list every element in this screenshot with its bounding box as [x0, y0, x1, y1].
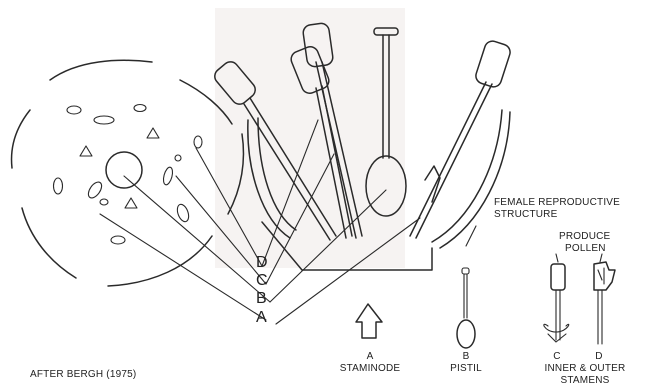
- leader-b: [269, 189, 387, 303]
- staminode-name: STAMINODE: [339, 363, 401, 374]
- stamen-section: [52, 177, 64, 195]
- stamen-c-anther: [550, 263, 566, 291]
- credit-caption: AFTER BERGH (1975): [30, 369, 137, 380]
- receptacle: [261, 221, 433, 271]
- stamen-section: [66, 105, 82, 115]
- stamen-section: [99, 198, 109, 206]
- tepal-arc: [21, 207, 77, 279]
- leader-b: [123, 175, 271, 303]
- stamen-c-base: [547, 333, 567, 343]
- stamen-d-detail: [597, 267, 605, 285]
- label-c: C: [256, 272, 268, 289]
- tepal: [431, 109, 503, 243]
- tepal-arc: [107, 235, 213, 287]
- stamen-section: [87, 181, 103, 199]
- stamen-anther: [475, 40, 511, 88]
- floral-diagram: [10, 59, 245, 287]
- pistil-letter: B: [462, 351, 470, 362]
- staminode-triangle: [124, 197, 138, 209]
- stamen-section: [193, 135, 203, 149]
- stamen-d-anther: [593, 261, 616, 291]
- stamen-filament: [415, 83, 493, 239]
- produce-pollen-line2: POLLEN: [565, 243, 606, 254]
- leader-c: [265, 153, 335, 285]
- pistil-ovary: [456, 319, 476, 349]
- stamen-section: [110, 235, 126, 245]
- stamen-section: [174, 154, 182, 162]
- leader-a: [275, 217, 421, 325]
- label-a: A: [256, 309, 267, 326]
- tepal-arc: [179, 79, 233, 125]
- stamen-section: [93, 115, 115, 125]
- ovary: [365, 155, 407, 217]
- tepal-arc: [10, 109, 31, 169]
- tepal-arc: [227, 133, 245, 215]
- stamen-c-appendage: [543, 323, 570, 333]
- pistil-section: [105, 151, 143, 189]
- stamen-anther: [302, 22, 334, 68]
- staminode-triangle: [146, 127, 160, 139]
- female-structure-line1: FEMALE REPRODUCTIVE: [494, 197, 621, 208]
- leader-c: [175, 175, 267, 285]
- stamen-section: [162, 166, 174, 186]
- pistil-stigma: [461, 267, 470, 275]
- leader-d: [195, 147, 263, 267]
- stamen-filament: [315, 61, 357, 239]
- stamens-caption-line2: STAMENS: [560, 375, 610, 386]
- tepal: [439, 111, 511, 249]
- shaded-backdrop: [215, 8, 405, 268]
- stamen-filament: [243, 103, 331, 241]
- tepal: [257, 117, 297, 231]
- pistil-name: PISTIL: [450, 363, 482, 374]
- stigma: [373, 27, 399, 36]
- tepal: [247, 119, 291, 239]
- stamen-filament: [249, 97, 337, 237]
- label-b: B: [256, 290, 267, 307]
- leader-lines: [99, 119, 603, 325]
- leader-female: [465, 225, 477, 247]
- leader-pollen: [599, 253, 603, 263]
- half-flower-section: [214, 22, 511, 271]
- leader-a: [99, 213, 267, 321]
- stamen-d-part: [593, 261, 616, 345]
- stamen-section: [133, 103, 147, 113]
- pistil-part: [456, 267, 476, 349]
- stamen-filament: [409, 81, 487, 237]
- staminode-part: [355, 303, 383, 339]
- leader-d: [261, 119, 319, 267]
- staminode-triangle: [79, 145, 93, 157]
- staminode-section: [424, 165, 441, 203]
- produce-pollen-line1: PRODUCE: [559, 231, 611, 242]
- staminode-letter: A: [366, 351, 374, 362]
- stamen-section: [176, 203, 190, 223]
- label-d: D: [256, 254, 268, 271]
- stamen-c-letter: C: [553, 351, 561, 362]
- tepal-arc: [49, 59, 153, 81]
- stamen-anther: [214, 61, 256, 105]
- stamens-caption-line1: INNER & OUTER: [544, 363, 626, 374]
- stamen-c-part: [543, 263, 570, 343]
- leader-pollen: [555, 253, 559, 263]
- female-structure-line2: STRUCTURE: [494, 209, 558, 220]
- stamen-d-letter: D: [595, 351, 603, 362]
- stamen-filament: [315, 87, 347, 239]
- pistil-style: [463, 273, 468, 319]
- stamen-d-filament: [597, 289, 603, 345]
- staminode-shape: [355, 303, 383, 339]
- stamen-filament: [321, 61, 363, 237]
